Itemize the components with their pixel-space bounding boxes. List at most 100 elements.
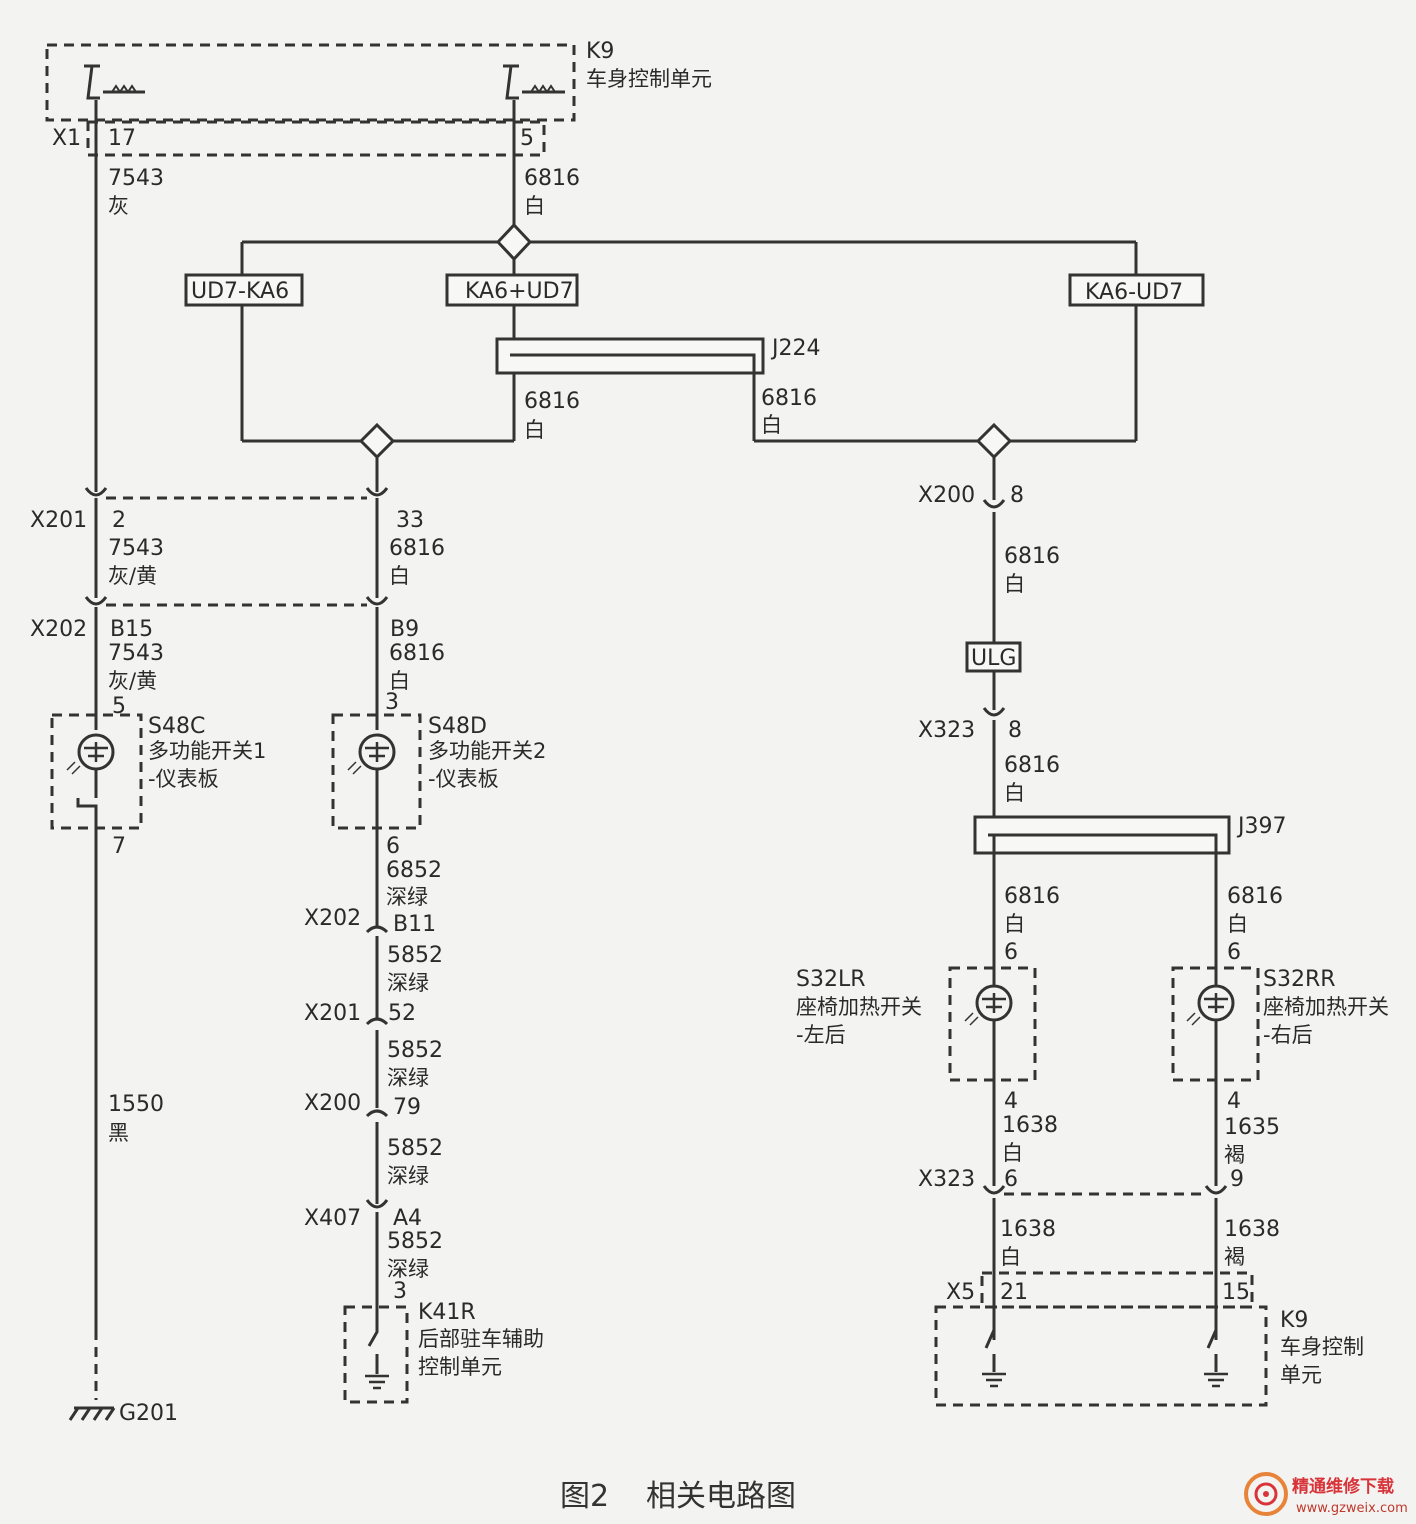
splice-ud7-ka6-box [184, 273, 304, 307]
pin-3-s48d: 3 [385, 690, 399, 715]
x323-label-top: X323 [918, 718, 975, 743]
pin-b11: B11 [393, 912, 436, 937]
splice-ka6-ud7-minus-label: KA6-UD7 [1085, 280, 1183, 305]
x202-terminal-center-icon [365, 596, 389, 618]
wire-7543-number: 7543 [108, 166, 164, 191]
s48d-name-2: -仪表板 [428, 767, 499, 791]
wire-6816-color-c1: 白 [389, 564, 410, 588]
x202-terminal-left-icon [84, 596, 108, 618]
x200-label-center: X200 [304, 1091, 361, 1116]
wire-1638-number-1: 1638 [1002, 1113, 1058, 1138]
wire-1550-color: 黑 [108, 1121, 129, 1145]
watermark-logo-icon [1244, 1472, 1288, 1516]
ulg-label: ULG [971, 646, 1016, 671]
wire-6816-color-top: 白 [524, 194, 545, 218]
wire-6852-color: 深绿 [386, 885, 428, 909]
k9-bottom-module-boundary [934, 1305, 1268, 1407]
pin-7: 7 [112, 834, 126, 859]
wire-7543-number-2: 7543 [108, 536, 164, 561]
wire-1638-color-1: 白 [1002, 1141, 1023, 1165]
s48c-contact [76, 769, 98, 862]
k41r-id: K41R [418, 1300, 476, 1325]
wire-5852-number-1: 5852 [387, 943, 443, 968]
wire-5852-color-2: 深绿 [387, 1066, 429, 1090]
s32rr-name-2: -右后 [1263, 1023, 1313, 1047]
pin-2: 2 [112, 508, 126, 533]
x323-pin9-terminal-icon [1204, 1185, 1228, 1195]
s32rr-name-1: 座椅加热开关 [1263, 995, 1389, 1019]
pin-6-s48d: 6 [386, 834, 400, 859]
wire-6816-color-c2: 白 [389, 669, 410, 693]
k41r-module-boundary [343, 1305, 409, 1404]
wire-6816-color-r2: 白 [1004, 781, 1025, 805]
splice-node-right [975, 422, 1013, 460]
watermark-brand: 精通维修下载 [1292, 1476, 1394, 1497]
s48c-id: S48C [148, 714, 205, 739]
pin-17: 17 [108, 126, 136, 151]
wire-6816-color-j224-left: 白 [524, 418, 545, 442]
wire-6816-number-j224-left: 6816 [524, 389, 580, 414]
g201-ground-icon [68, 1406, 116, 1421]
x202-label-center: X202 [304, 906, 361, 931]
splice-ka6-ud7-minus-box [1068, 273, 1205, 307]
x5-label: X5 [946, 1280, 975, 1305]
s48c-name-1: 多功能开关1 [148, 739, 266, 763]
s32rr-id: S32RR [1263, 967, 1336, 992]
wire-7543-color-3: 灰/黄 [108, 669, 157, 693]
pin-6-s32lr: 6 [1004, 940, 1018, 965]
splice-node-left [358, 422, 396, 460]
pin-6-x323: 6 [1004, 1167, 1018, 1192]
pin-52: 52 [388, 1001, 416, 1026]
k9-bottom-name-1: 车身控制 [1280, 1335, 1364, 1359]
wire-7543-color: 灰 [108, 194, 129, 218]
wire-7543-number-3: 7543 [108, 641, 164, 666]
wire-5852-color-1: 深绿 [387, 971, 429, 995]
x200-pin8-terminal-icon [982, 499, 1006, 509]
pin-5: 5 [520, 126, 534, 151]
pin-4-s32rr: 4 [1227, 1089, 1241, 1114]
splice-ka6-ud7-plus-box [445, 273, 579, 307]
x201-terminal-left-icon [84, 487, 108, 510]
wire-6816-number-r1: 6816 [1004, 544, 1060, 569]
k9-top-module-boundary [45, 43, 576, 122]
wire-6816-number-r4: 6816 [1227, 884, 1283, 909]
wire-6816-number-top: 6816 [524, 166, 580, 191]
k9-top-switch-left-icon [84, 64, 145, 100]
wire-7543-color-2: 灰/黄 [108, 564, 157, 588]
x202-label-left: X202 [30, 617, 87, 642]
j397-label: J397 [1236, 814, 1286, 839]
wire-6816-color-r3: 白 [1004, 912, 1025, 936]
splice-node-top [495, 222, 533, 262]
watermark-url: www.gzweix.com [1296, 1501, 1408, 1516]
pin-6-s32rr: 6 [1227, 940, 1241, 965]
s32lr-id: S32LR [796, 967, 866, 992]
wire-6816-color-j224-right: 白 [761, 413, 782, 437]
wire-6816-color-r1: 白 [1004, 572, 1025, 596]
pin-9-x323: 9 [1230, 1167, 1244, 1192]
k9-bottom-switch-left-icon [982, 1329, 1006, 1388]
wire-1550-number: 1550 [108, 1092, 164, 1117]
s32rr-led-icon [1186, 984, 1235, 1026]
x201-terminal-center-icon [365, 457, 389, 510]
s32lr-name-2: -左后 [796, 1023, 846, 1047]
pin-21: 21 [1000, 1280, 1028, 1305]
figure-title: 相关电路图 [646, 1479, 796, 1514]
x407-terminal-icon [365, 1199, 389, 1209]
wire-6816-number-c1: 6816 [389, 536, 445, 561]
wire-1638-color-3: 褐 [1224, 1245, 1245, 1269]
s48d-id: S48D [428, 714, 487, 739]
x323-pin6-terminal-icon [982, 1185, 1006, 1195]
pin-8-x323: 8 [1008, 718, 1022, 743]
pin-4-s32lr: 4 [1004, 1089, 1018, 1114]
wire-1638-color-2: 白 [1000, 1245, 1021, 1269]
wire-6816-number-r3: 6816 [1004, 884, 1060, 909]
x201-pin52-terminal-icon [365, 1017, 389, 1026]
splice-ka6-ud7-plus-label: KA6+UD7 [465, 279, 574, 304]
s48c-name-2: -仪表板 [148, 767, 219, 791]
s32lr-name-1: 座椅加热开关 [796, 995, 922, 1019]
k41r-name-1: 后部驻车辅助 [418, 1327, 544, 1351]
wire-1638-number-3: 1638 [1224, 1217, 1280, 1242]
wire-5852-color-4: 深绿 [387, 1257, 429, 1281]
wire-6816-color-r4: 白 [1227, 912, 1248, 936]
pin-b15: B15 [110, 617, 153, 642]
